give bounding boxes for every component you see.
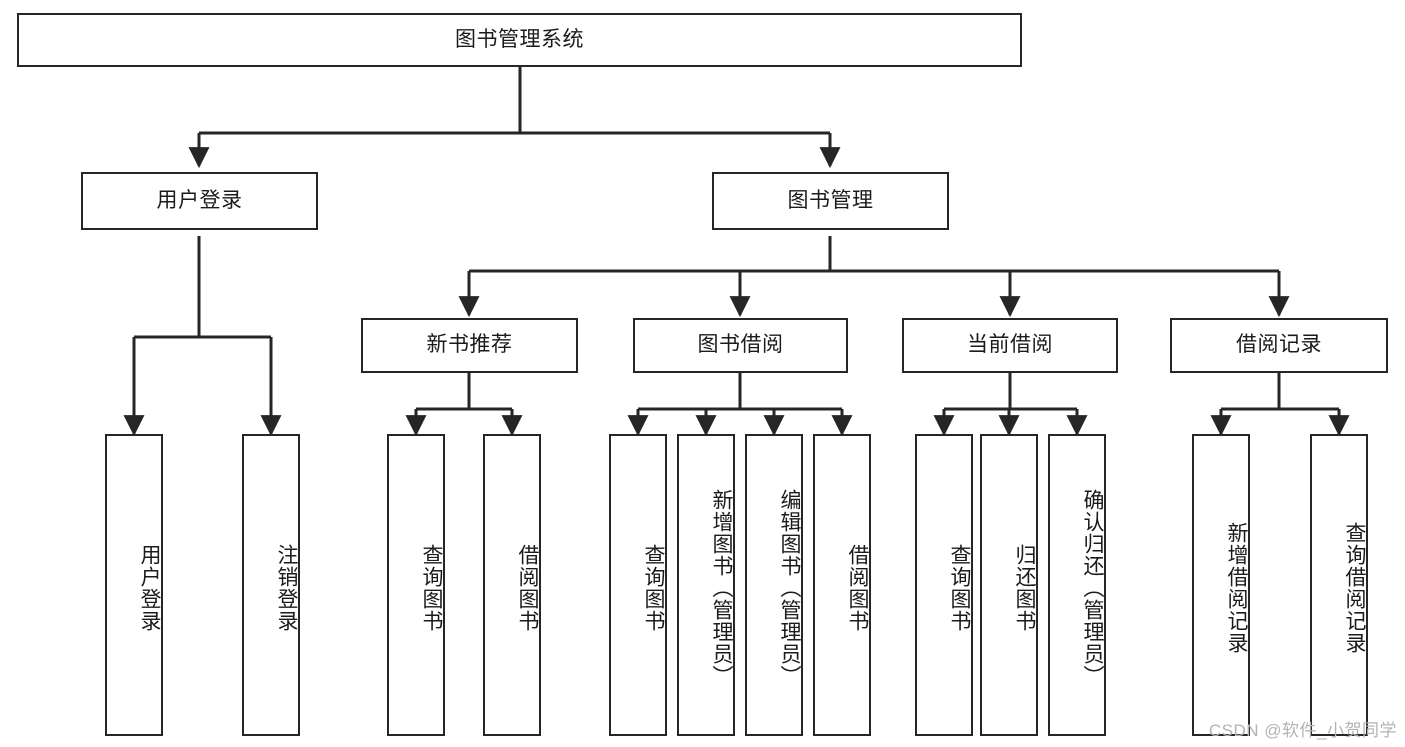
node-book-management[interactable]: 图书管理 — [712, 172, 949, 230]
leaf-borrow-add-book-admin[interactable]: 新增图书（管理员） — [677, 434, 735, 736]
leaf-user-login-login[interactable]: 用户登录 — [105, 434, 163, 736]
node-borrow-record[interactable]: 借阅记录 — [1170, 318, 1388, 373]
node-label: 查询借阅记录 — [1343, 522, 1366, 654]
csdn-watermark: CSDN @软件_小贺同学 — [1208, 721, 1397, 740]
leaf-user-login-logout[interactable]: 注销登录 — [242, 434, 300, 736]
node-user-login[interactable]: 用户登录 — [81, 172, 318, 230]
leaf-recommend-query-book[interactable]: 查询图书 — [387, 434, 445, 736]
node-label: 用户登录 — [156, 188, 243, 212]
node-label: 当前借阅 — [967, 333, 1053, 357]
leaf-borrow-borrow-book[interactable]: 借阅图书 — [813, 434, 871, 736]
node-label: 借阅图书 — [846, 544, 869, 632]
node-label: 归还图书 — [1013, 544, 1036, 632]
node-current-borrow[interactable]: 当前借阅 — [902, 318, 1118, 373]
node-label: 注销登录 — [275, 544, 298, 632]
node-label: 查询图书 — [420, 544, 443, 632]
node-label: 查询图书 — [948, 544, 971, 632]
leaf-record-query-record[interactable]: 查询借阅记录 — [1310, 434, 1368, 736]
node-root-system[interactable]: 图书管理系统 — [17, 13, 1022, 67]
leaf-current-confirm-return-admin[interactable]: 确认归还（管理员） — [1048, 434, 1106, 736]
node-label: 新书推荐 — [426, 333, 513, 357]
leaf-borrow-query-book[interactable]: 查询图书 — [609, 434, 667, 736]
node-label: 借阅图书 — [516, 544, 539, 632]
node-label: 编辑图书（管理员） — [778, 489, 801, 687]
node-label: 图书借阅 — [697, 333, 784, 357]
leaf-current-query-book[interactable]: 查询图书 — [915, 434, 973, 736]
node-label: 查询图书 — [642, 544, 665, 632]
leaf-recommend-borrow-book[interactable]: 借阅图书 — [483, 434, 541, 736]
leaf-current-return-book[interactable]: 归还图书 — [980, 434, 1038, 736]
node-label: 确认归还（管理员） — [1081, 489, 1104, 687]
node-label: 新增图书（管理员） — [710, 489, 733, 687]
node-new-book-recommend[interactable]: 新书推荐 — [361, 318, 578, 373]
node-label: 借阅记录 — [1236, 333, 1322, 357]
leaf-borrow-edit-book-admin[interactable]: 编辑图书（管理员） — [745, 434, 803, 736]
node-book-borrow[interactable]: 图书借阅 — [633, 318, 848, 373]
leaf-record-add-record[interactable]: 新增借阅记录 — [1192, 434, 1250, 736]
node-label: 新增借阅记录 — [1225, 522, 1248, 654]
node-label: 图书管理系统 — [455, 27, 584, 51]
node-label: 用户登录 — [138, 544, 161, 632]
node-label: 图书管理 — [787, 188, 874, 212]
